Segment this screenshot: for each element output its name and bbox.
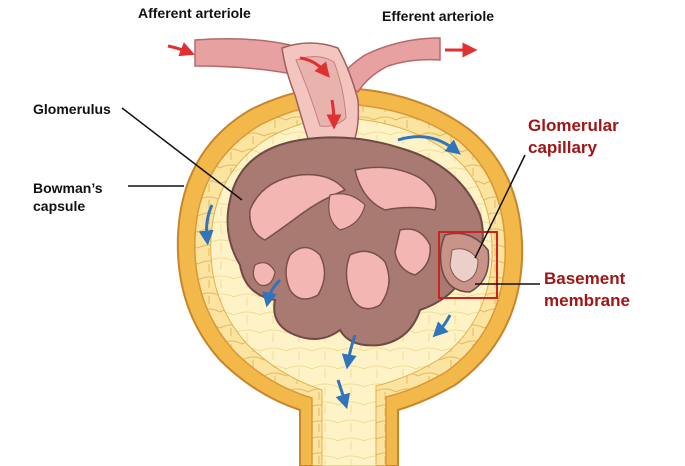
afferent-arteriole-label: Afferent arteriole [138, 5, 251, 21]
basement-membrane-label-line2: membrane [544, 291, 630, 310]
basement-membrane-highlight-box [438, 231, 498, 299]
bowmans-capsule-label-line1: Bowman’s [33, 180, 103, 196]
glomerular-capillary-label-line1: Glomerular [528, 116, 619, 135]
filtrate-flow-arrows [198, 135, 461, 410]
glomerulus-label: Glomerulus [33, 101, 111, 117]
basement-membrane-label-line1: Basement [544, 269, 626, 288]
efferent-arteriole-vessel [339, 37, 441, 94]
leader-lines [121, 107, 540, 285]
efferent-arteriole-label: Efferent arteriole [382, 8, 495, 24]
glomerulus-tuft [226, 136, 490, 347]
blood-flow-arrows [167, 42, 478, 130]
bowmans-capsule-label-line2: capsule [33, 198, 86, 214]
glomerular-capillary-label-line2: capillary [528, 138, 597, 157]
